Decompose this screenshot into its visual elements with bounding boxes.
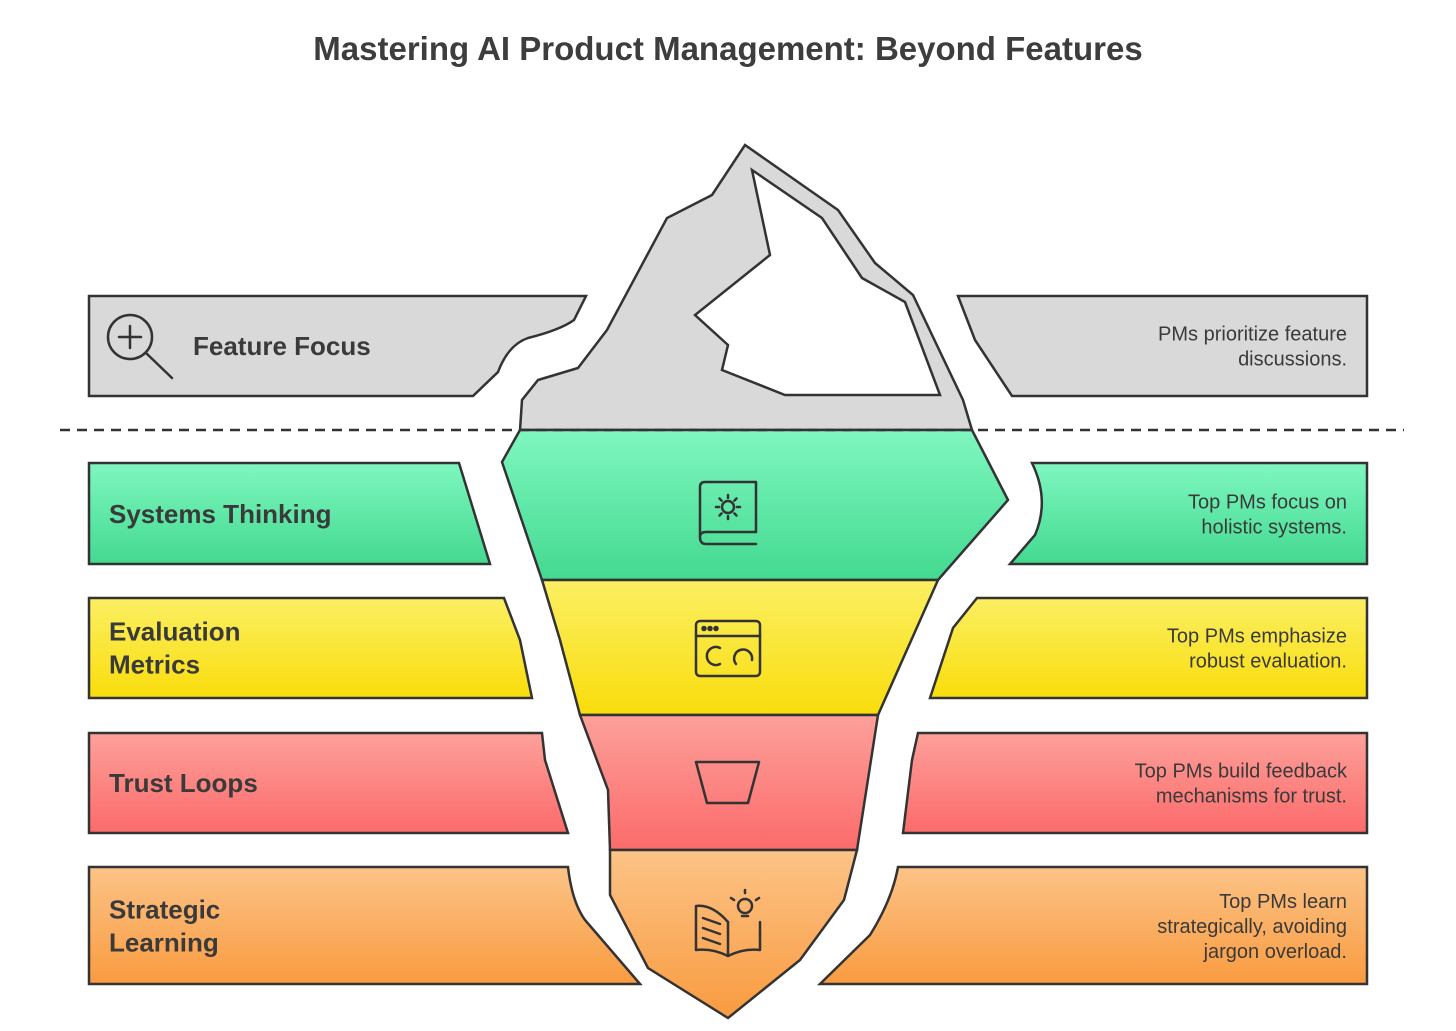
diagram-title: Mastering AI Product Management: Beyond … <box>313 30 1143 67</box>
browser-gauges-icon <box>694 619 762 678</box>
iceberg-band-evaluation-metrics <box>540 578 940 717</box>
gear-book-icon <box>698 480 758 546</box>
level-label-trust-loops: Trust Loops <box>109 768 258 798</box>
panel-left-evaluation-metrics <box>87 596 534 700</box>
iceberg-band-strategic-learning <box>608 848 859 1020</box>
panel-left-systems-thinking <box>87 461 492 566</box>
iceberg-band-trust-loops <box>578 713 880 852</box>
level-label-feature-focus: Feature Focus <box>193 331 371 361</box>
panel-left-feature-focus <box>87 294 589 398</box>
level-label-systems-thinking: Systems Thinking <box>109 499 332 529</box>
magnifier-plus-icon <box>106 313 174 380</box>
iceberg-snow <box>693 167 942 397</box>
panel-right-trust-loops <box>901 731 1369 835</box>
panel-right-feature-focus <box>956 294 1369 398</box>
panel-left-trust-loops <box>87 731 570 835</box>
panel-right-evaluation-metrics <box>928 596 1369 700</box>
iceberg <box>500 143 1010 1020</box>
panel-left-strategic-learning <box>87 865 643 986</box>
panel-right-systems-thinking <box>1007 461 1369 566</box>
container-icon <box>694 760 761 805</box>
panel-right-strategic-learning <box>816 865 1369 986</box>
book-lightbulb-icon <box>694 888 762 958</box>
